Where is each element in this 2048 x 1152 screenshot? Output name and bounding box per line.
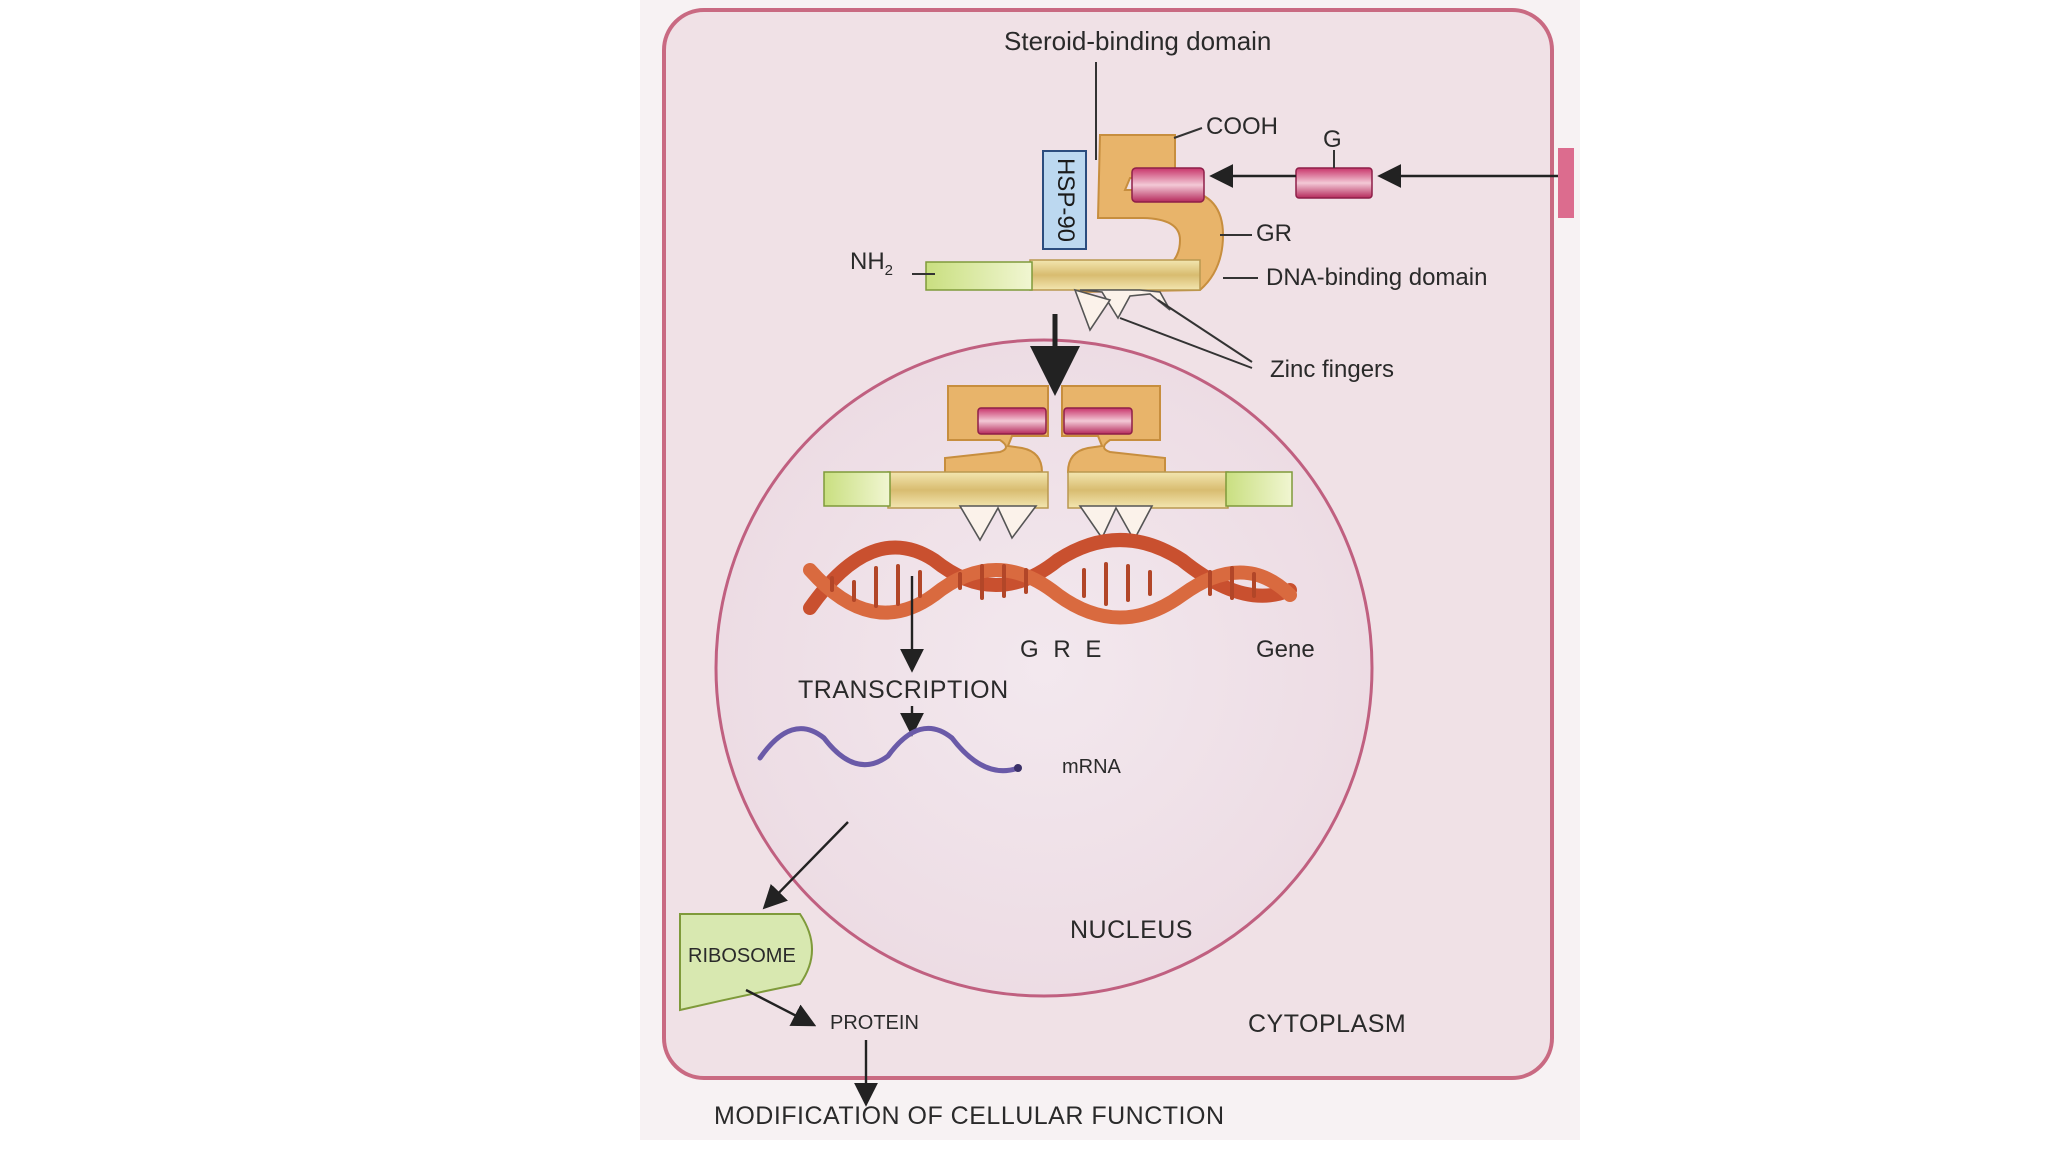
- cytoplasm-label: CYTOPLASM: [1248, 1010, 1407, 1038]
- bound-hormone-bar: [1131, 167, 1205, 203]
- zinc-fingers-label: Zinc fingers: [1270, 356, 1395, 383]
- gr-label: GR: [1256, 220, 1292, 247]
- gene-label: Gene: [1256, 636, 1315, 663]
- mrna-to-ribosome-arrow: [762, 821, 849, 910]
- nh2-main: NH: [850, 248, 885, 275]
- diagram-artwork: [662, 8, 1574, 1107]
- nh2-label: NH2: [850, 248, 893, 279]
- dimer-right-fingers: [1078, 505, 1154, 542]
- gre-label: G R E: [1020, 636, 1106, 663]
- nh2-subscript: 2: [884, 261, 894, 279]
- hsp90-label: HSP-90: [1051, 157, 1079, 243]
- dimer-left-tan: [887, 471, 1049, 509]
- dna-binding-domain-label: DNA-binding domain: [1266, 264, 1488, 291]
- free-hormone-bar: [1295, 167, 1373, 199]
- g-label: G: [1323, 126, 1342, 153]
- receptor-tan-bar: [1029, 259, 1201, 291]
- steroid-binding-domain-label: Steroid-binding domain: [1004, 26, 1272, 56]
- ribosome-label: RIBOSOME: [688, 945, 796, 967]
- dimer-right-tan: [1067, 471, 1229, 509]
- dimer-right-green: [1225, 471, 1293, 507]
- protein-label: PROTEIN: [830, 1012, 919, 1034]
- hsp90-tag: HSP-90: [1042, 150, 1087, 250]
- zinc-leader-1: [1119, 317, 1253, 369]
- modification-label: MODIFICATION OF CELLULAR FUNCTION: [714, 1102, 1225, 1130]
- dna-helix: [803, 533, 1297, 625]
- dimer-left-green: [823, 471, 891, 507]
- diagram-figure: Steroid-binding domain COOH G GR NH2 DNA…: [640, 0, 1580, 1140]
- dimer-right-hormone: [1063, 407, 1133, 435]
- nucleus-label: NUCLEUS: [1070, 916, 1193, 944]
- transcription-label: TRANSCRIPTION: [798, 676, 1009, 704]
- receptor-green-bar: [925, 261, 1033, 291]
- cooh-label: COOH: [1206, 113, 1278, 140]
- membrane-receptor-stub: [1558, 148, 1574, 218]
- cooh-leader: [1173, 127, 1203, 139]
- ribosome-to-protein-arrow: [745, 988, 817, 1027]
- ribosome-shape: [679, 913, 813, 1012]
- dimer-left-hormone: [977, 407, 1047, 435]
- zinc-leader-2: [1157, 299, 1253, 363]
- nucleus: [714, 338, 1374, 998]
- mrna-label: mRNA: [1062, 756, 1121, 778]
- mrna-strand: [757, 725, 1021, 774]
- dimer-left-fingers: [958, 505, 1038, 542]
